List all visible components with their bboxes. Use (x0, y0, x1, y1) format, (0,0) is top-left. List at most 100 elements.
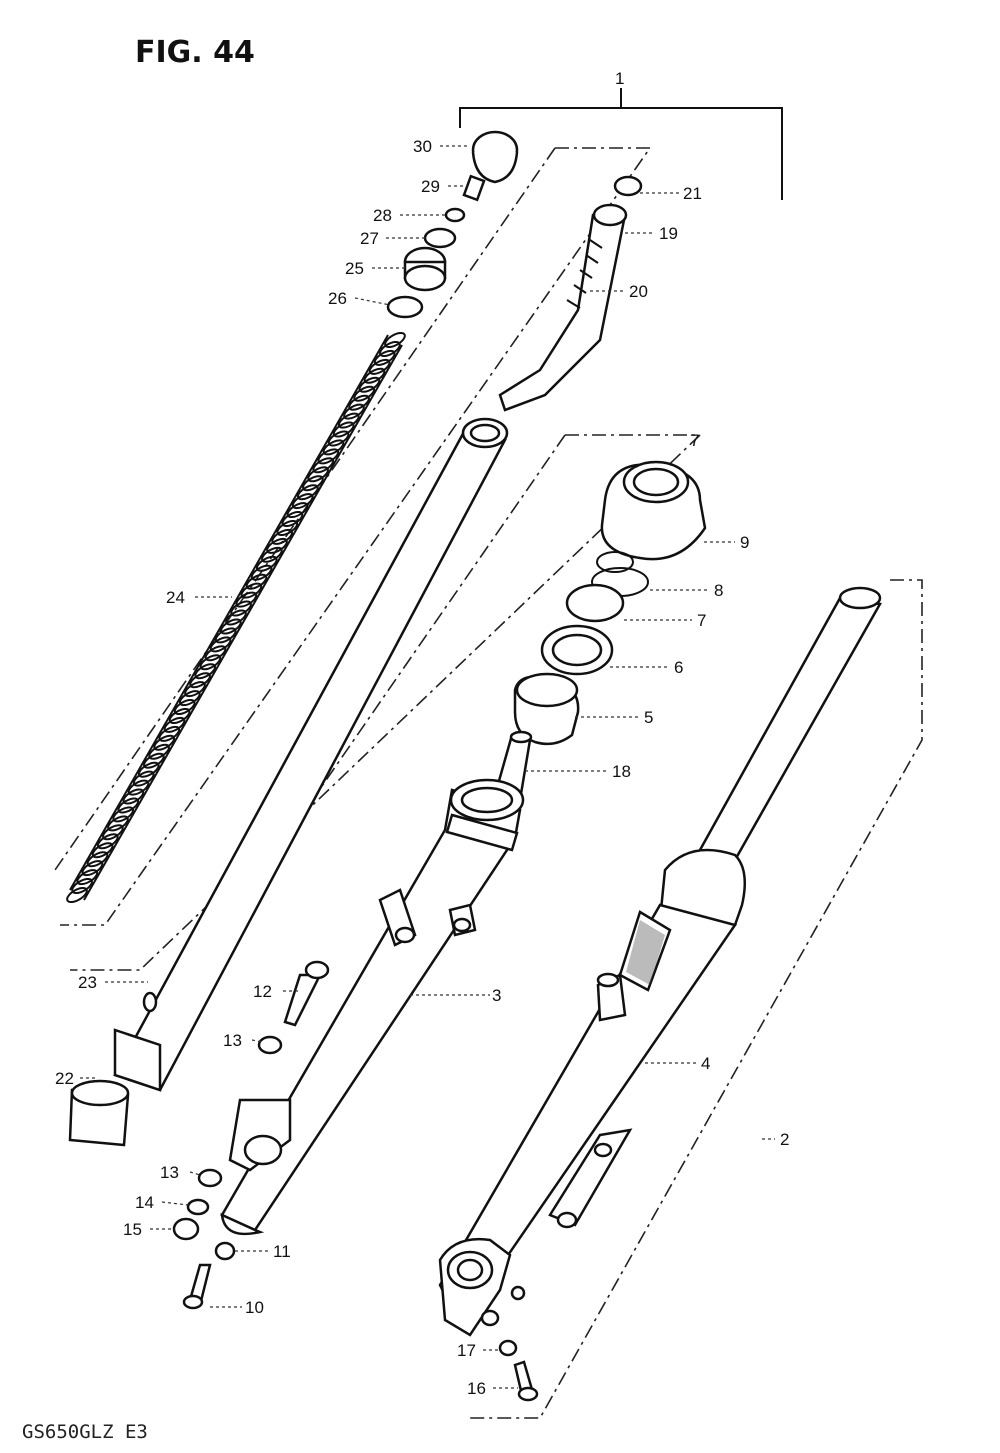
spring-coil (286, 502, 309, 519)
spring-coil (214, 627, 237, 644)
spring-coil (86, 851, 109, 868)
spring-coil (173, 699, 196, 715)
o-ring-28 (444, 207, 466, 223)
spring-coil (148, 743, 170, 760)
spring-coil (76, 869, 99, 886)
spring-coil (291, 493, 314, 510)
spring-coil (143, 752, 165, 769)
callout-18: 18 (612, 762, 631, 781)
spring-coil (337, 412, 360, 429)
spring-coil (302, 475, 324, 492)
spring-coil (209, 636, 232, 653)
spring-coil (220, 618, 242, 635)
fork-spring (66, 332, 406, 903)
spring-coil (132, 770, 155, 787)
callout-11: 11 (273, 1242, 291, 1261)
spring-coil (332, 421, 355, 438)
callout-29: 29 (421, 177, 440, 196)
callout-23: 23 (78, 973, 97, 992)
spring-coil (112, 806, 135, 823)
figure-title: FIG. 44 (135, 35, 255, 70)
spring-coil (363, 367, 386, 384)
model-code: GS650GLZ E3 (22, 1421, 148, 1443)
washer-13-lower (197, 1168, 223, 1188)
bolt-12 (283, 973, 323, 1027)
spring-coil (204, 645, 227, 662)
outer-tube-right (438, 586, 882, 1402)
spring-coil (307, 466, 329, 483)
spring-coil (117, 797, 140, 814)
callout-labels: 1 2 3 4 5 6 7 7 8 9 10 11 12 13 13 14 15… (55, 69, 789, 1398)
leader-lines (80, 145, 775, 1389)
spring-coil (102, 824, 124, 841)
spring-coil (178, 690, 201, 707)
retainer-7 (565, 583, 625, 623)
spring-coil (96, 833, 119, 850)
callout-30: 30 (413, 137, 432, 156)
spring-coil (137, 761, 160, 778)
callout-7-lower: 7 (697, 611, 706, 630)
spring-coil (261, 546, 283, 563)
washer-13-upper (257, 1035, 283, 1055)
callout-13-upper: 13 (223, 1031, 242, 1050)
spring-coil (327, 430, 350, 447)
spring-coil (91, 842, 114, 859)
callout-21: 21 (683, 184, 702, 203)
spring-coil (122, 788, 145, 805)
spring-coil (322, 439, 345, 456)
spring-coil (353, 385, 376, 402)
spring-coil (296, 484, 319, 501)
callout-8: 8 (714, 581, 723, 600)
washer-11 (214, 1241, 236, 1261)
spring-coil (168, 708, 191, 724)
callout-14: 14 (135, 1193, 154, 1212)
callout-15: 15 (123, 1220, 142, 1239)
spring-coil (266, 537, 288, 554)
seal-parts (513, 460, 707, 746)
spring-coil (348, 394, 370, 411)
callout-9: 9 (740, 533, 749, 552)
spring-coil (107, 815, 129, 832)
spring-coil (271, 528, 294, 545)
callout-25: 25 (345, 259, 364, 278)
spring-coil (71, 878, 93, 894)
spring-coil (81, 860, 104, 877)
spring-coil (373, 349, 396, 366)
callout-24: 24 (166, 588, 185, 607)
outer-tube-left (220, 730, 533, 1236)
callout-2: 2 (780, 1130, 789, 1149)
spring-coil (379, 341, 401, 357)
nut-15 (172, 1217, 200, 1241)
spring-coil (66, 887, 88, 903)
lockwasher-14 (186, 1198, 210, 1216)
spring-coil (384, 332, 406, 348)
spring-coil (368, 358, 391, 375)
spring-coil (184, 681, 206, 698)
o-ring-27 (423, 227, 457, 249)
callout-3: 3 (492, 986, 501, 1005)
callout-17: 17 (457, 1341, 476, 1360)
valve-29 (462, 174, 486, 202)
callout-26: 26 (328, 289, 347, 308)
spring-coil (127, 779, 150, 796)
spring-coil (163, 716, 186, 733)
spring-coil (240, 582, 263, 599)
callout-20: 20 (629, 282, 648, 301)
inner-tube (68, 417, 509, 1147)
spring-coil (153, 734, 176, 751)
spring-coil (225, 609, 247, 626)
spring-coil (199, 654, 222, 671)
callout-7-upper: 7 (690, 431, 699, 450)
callout-13-lower: 13 (160, 1163, 179, 1182)
assembly-brackets (54, 88, 923, 1419)
callout-27: 27 (360, 229, 379, 248)
callout-1: 1 (615, 69, 624, 88)
callout-12: 12 (253, 982, 272, 1001)
callout-28: 28 (373, 206, 392, 225)
spring-coil (158, 725, 181, 742)
callout-4: 4 (701, 1054, 710, 1073)
callout-22: 22 (55, 1069, 74, 1088)
ring-21 (613, 175, 643, 197)
washer-17 (498, 1339, 518, 1357)
